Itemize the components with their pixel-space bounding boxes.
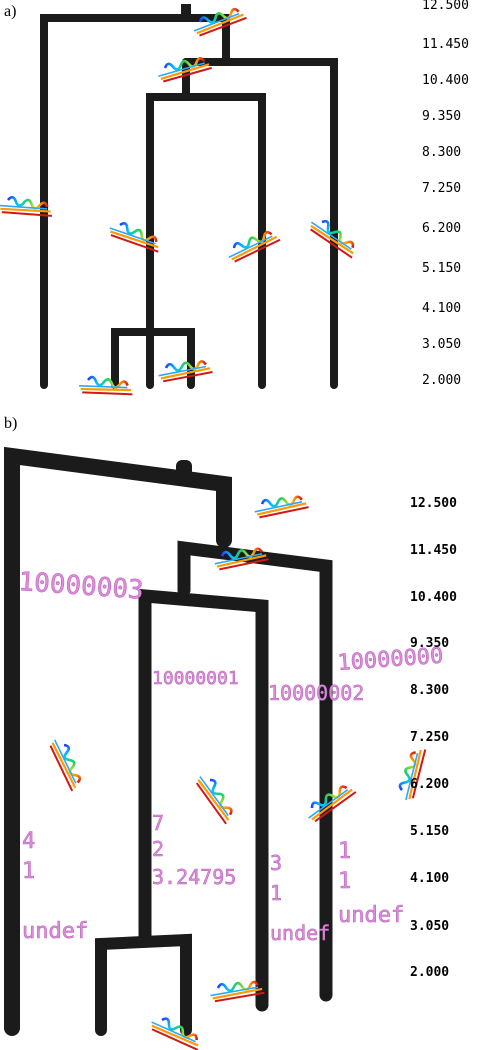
leaf-label: undef	[270, 921, 330, 945]
protein-helix-icon	[105, 217, 165, 258]
panel-a-label: a)	[4, 3, 16, 20]
branch-b-node-10400	[138, 588, 269, 1012]
panel-b-axis: 12.500 11.450 10.400 9.350 8.300 7.250 6…	[410, 496, 457, 980]
branch-a-node-11450	[182, 58, 338, 389]
panel-b-label: b)	[4, 415, 17, 432]
branch-b-root-left	[4, 446, 232, 1036]
root-stub	[181, 4, 191, 18]
tick-label: 3.050	[410, 919, 449, 934]
tick-label: 3.050	[422, 337, 461, 352]
protein-helix-icon	[76, 374, 136, 401]
panel-a-axis: 12.500 11.450 10.400 9.350 8.300 7.250 6…	[422, 0, 469, 388]
panel-b-node-labels: 10000003 10000001 10000002 10000000	[17, 567, 444, 706]
leaf-label: 1	[338, 839, 351, 864]
tick-label: 2.000	[410, 965, 449, 980]
tick-label: 10.400	[410, 590, 457, 605]
protein-helix-icon	[394, 744, 432, 804]
panel-a-tree	[40, 4, 338, 389]
node-label-10000003: 10000003	[18, 567, 145, 606]
protein-helix-icon	[252, 494, 311, 520]
panel-a: a) 12.500 11.450 10.400 9.350	[0, 0, 469, 401]
leaf-label: undef	[22, 919, 88, 944]
tick-label: 5.150	[410, 824, 449, 839]
leaf-label: 1	[22, 859, 35, 884]
tick-label: 5.150	[422, 261, 461, 276]
tick-label: 11.450	[410, 543, 457, 558]
panel-b-leaf-labels: 4 1 undef 7 2 3.24795 3 1 undef 1 1 unde…	[22, 811, 405, 946]
leaf-label: 4	[22, 829, 35, 854]
tick-label: 8.300	[410, 683, 449, 698]
node-label-10000002: 10000002	[268, 681, 364, 705]
protein-helix-icon	[193, 770, 238, 828]
node-label-10000001: 10000001	[152, 668, 239, 689]
tick-label: 6.200	[422, 221, 461, 236]
protein-helix-icon	[47, 734, 85, 794]
tick-label: 7.250	[410, 730, 449, 745]
tick-label: 6.200	[410, 777, 449, 792]
tick-label: 9.350	[410, 636, 449, 651]
leaf-label: 7	[152, 811, 164, 835]
tick-label: 12.500	[410, 496, 457, 511]
protein-helix-icon	[147, 1011, 205, 1050]
tick-label: 9.350	[422, 109, 461, 124]
tick-label: 7.250	[422, 181, 461, 196]
tick-label: 12.500	[422, 0, 469, 13]
tick-label: 10.400	[422, 73, 469, 88]
branch-a-node-10400	[146, 93, 266, 389]
tick-label: 4.100	[410, 871, 449, 886]
tick-label: 2.000	[422, 373, 461, 388]
tick-label: 4.100	[422, 301, 461, 316]
protein-helix-icon	[190, 5, 250, 38]
leaf-label: 2	[152, 837, 164, 861]
leaf-label: 1	[338, 869, 351, 894]
root-stub	[176, 460, 192, 478]
leaf-label: 1	[270, 881, 282, 905]
protein-helix-icon	[223, 227, 283, 265]
panel-b: b) 10000003 10000001 10000002 10000000	[4, 415, 457, 1050]
branch-b-node-low	[95, 933, 192, 1036]
protein-helix-icon	[156, 359, 215, 383]
tick-label: 11.450	[422, 37, 469, 52]
tick-label: 8.300	[422, 145, 461, 160]
leaf-label: 3.24795	[152, 865, 236, 889]
branch-a-node-low	[111, 328, 195, 389]
leaf-label: undef	[338, 903, 404, 928]
leaf-label: 3	[270, 851, 282, 875]
